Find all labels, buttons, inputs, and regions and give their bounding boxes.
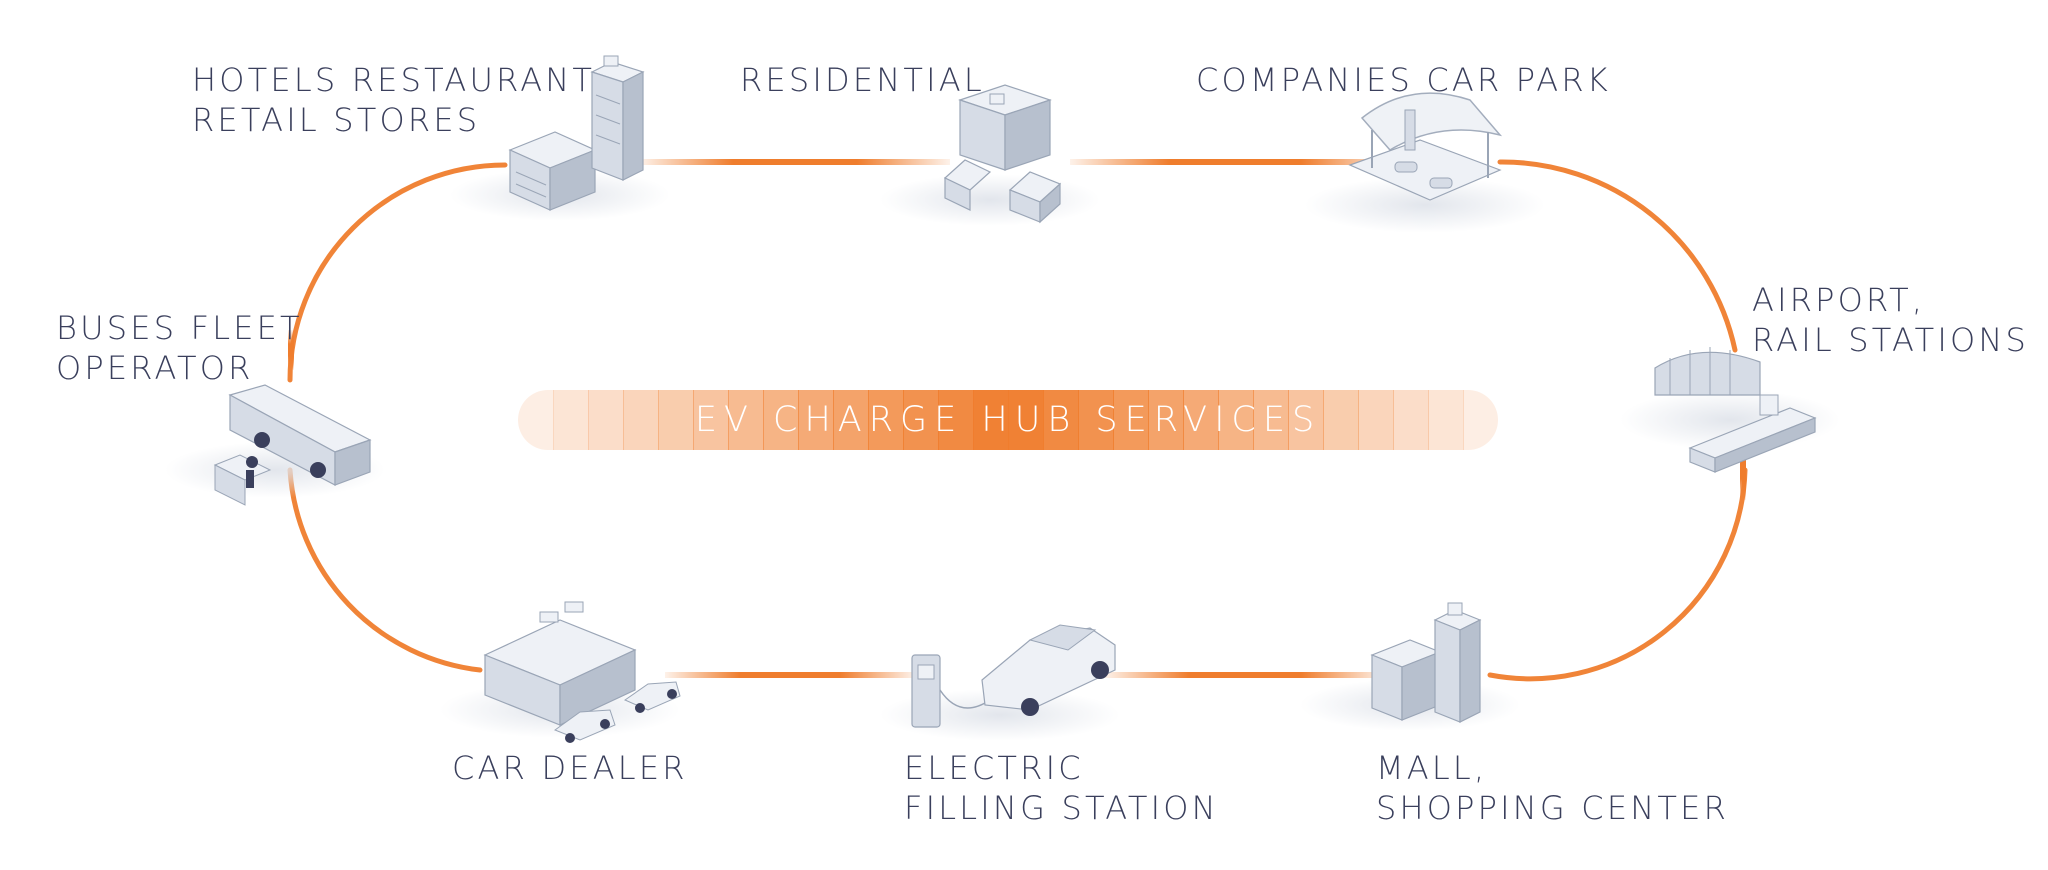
label-residential: RESIDENTIAL bbox=[740, 60, 985, 100]
label-airport: AIRPORT, RAIL STATIONS bbox=[1752, 280, 2029, 360]
label-hotels-line2: RETAIL STORES bbox=[192, 101, 481, 139]
label-buses-line1: BUSES FLEET bbox=[56, 309, 303, 347]
label-filling-line1: ELECTRIC bbox=[904, 749, 1084, 787]
track-bottom-segment-1 bbox=[665, 672, 915, 678]
hub-stripe bbox=[833, 390, 869, 450]
hub-stripe bbox=[1393, 390, 1429, 450]
track-left-bottom-arc bbox=[287, 467, 483, 673]
car-dealer-icon bbox=[440, 601, 681, 743]
label-airport-line2: RAIL STATIONS bbox=[1752, 321, 2030, 359]
label-residential-line1: RESIDENTIAL bbox=[740, 61, 985, 99]
track bbox=[287, 159, 1748, 682]
hub-stripe bbox=[938, 390, 974, 450]
hub-stripe bbox=[1148, 390, 1184, 450]
hub-stripe bbox=[518, 390, 554, 450]
hub-stripe bbox=[623, 390, 659, 450]
track-top-segment-1 bbox=[640, 159, 950, 165]
hub-stripe bbox=[553, 390, 589, 450]
label-buses-line2: OPERATOR bbox=[56, 349, 254, 387]
bus-fleet-icon bbox=[165, 384, 385, 506]
label-hotels-line1: HOTELS RESTAURANT bbox=[192, 61, 596, 99]
label-airport-line1: AIRPORT, bbox=[1752, 281, 1926, 319]
hub-stripe bbox=[588, 390, 624, 450]
hub-stripe bbox=[1218, 390, 1254, 450]
hub-stripe bbox=[693, 390, 729, 450]
track-right-vertical bbox=[1740, 440, 1746, 500]
hub-stripe bbox=[1323, 390, 1359, 450]
hub-bar: EV CHARGE HUB SERVICES bbox=[518, 390, 1498, 450]
hub-title: EV CHARGE HUB SERVICES bbox=[694, 400, 1322, 440]
residential-houses-icon bbox=[880, 84, 1100, 226]
track-left-top-arc bbox=[287, 162, 508, 383]
hub-stripe bbox=[903, 390, 939, 450]
track-right-bottom-arc bbox=[1487, 467, 1748, 682]
car-park-canopy-icon bbox=[1305, 92, 1545, 233]
track-right-top-arc bbox=[1497, 159, 1738, 353]
hub-stripe bbox=[1043, 390, 1079, 450]
label-buses: BUSES FLEET OPERATOR bbox=[56, 308, 303, 388]
hotel-building-icon bbox=[450, 55, 670, 221]
hub-stripe bbox=[728, 390, 764, 450]
hub-stripe bbox=[658, 390, 694, 450]
label-filling-line2: FILLING STATION bbox=[904, 789, 1219, 827]
track-top-segment-2 bbox=[1070, 159, 1400, 165]
hub-stripe bbox=[1253, 390, 1289, 450]
label-mall-line2: SHOPPING CENTER bbox=[1376, 789, 1729, 827]
mall-building-icon bbox=[1300, 602, 1520, 731]
label-hotels: HOTELS RESTAURANT RETAIL STORES bbox=[192, 60, 595, 140]
hub-stripe bbox=[1008, 390, 1044, 450]
hub-stripe bbox=[1183, 390, 1219, 450]
label-dealer-line1: CAR DEALER bbox=[452, 749, 688, 787]
hub-stripe bbox=[1358, 390, 1394, 450]
hub-stripe bbox=[798, 390, 834, 450]
charging-car-icon bbox=[880, 624, 1120, 741]
airport-terminal-icon bbox=[1620, 347, 1840, 473]
label-companies: COMPANIES CAR PARK bbox=[1196, 60, 1611, 100]
hub-stripe bbox=[1288, 390, 1324, 450]
label-mall-line1: MALL, bbox=[1376, 749, 1488, 787]
label-mall: MALL, SHOPPING CENTER bbox=[1376, 748, 1729, 828]
track-bottom-segment-2 bbox=[1105, 672, 1385, 678]
hub-stripe bbox=[868, 390, 904, 450]
hub-stripe bbox=[763, 390, 799, 450]
label-companies-line1: COMPANIES CAR PARK bbox=[1196, 61, 1611, 99]
hub-stripe bbox=[1078, 390, 1114, 450]
track-left-vertical bbox=[288, 330, 294, 370]
label-dealer: CAR DEALER bbox=[452, 748, 688, 788]
hub-stripe bbox=[973, 390, 1009, 450]
label-filling: ELECTRIC FILLING STATION bbox=[904, 748, 1219, 828]
hub-stripe bbox=[1428, 390, 1464, 450]
hub-stripe bbox=[1463, 390, 1498, 450]
hub-stripe bbox=[1113, 390, 1149, 450]
